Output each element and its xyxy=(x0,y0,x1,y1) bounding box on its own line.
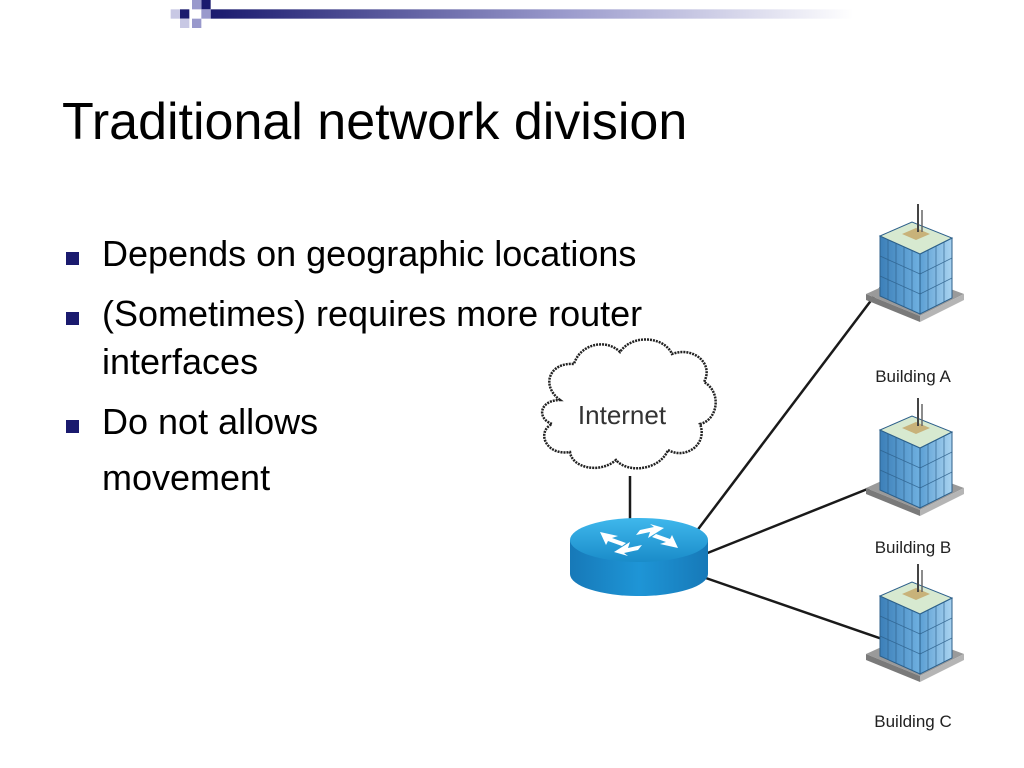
bullet-item: (Sometimes) requires more router interfa… xyxy=(62,290,802,386)
bullet-continuation: movement xyxy=(102,457,271,498)
bullet-item: Do not allows xyxy=(62,398,802,446)
bullet-square-icon xyxy=(66,420,79,433)
link-router-building-a xyxy=(695,281,886,533)
building-c-label: Building C xyxy=(874,712,952,731)
internet-cloud-icon: Internet xyxy=(540,338,717,470)
bullet-square-icon xyxy=(66,252,79,265)
slide-title: Traditional network division xyxy=(62,93,688,151)
header-decoration xyxy=(170,0,854,28)
cloud-label: Internet xyxy=(578,400,667,430)
link-router-building-c xyxy=(699,574,886,642)
router-icon xyxy=(570,518,708,596)
bullet-square-icon xyxy=(66,312,79,325)
link-router-building-b xyxy=(699,480,886,558)
bullet-text: Depends on geographic locations xyxy=(102,233,637,274)
bullet-item: Depends on geographic locations xyxy=(62,230,802,278)
bullet-text: Do not allows xyxy=(102,401,319,442)
bullet-text: (Sometimes) requires more router xyxy=(102,293,643,334)
connection-lines xyxy=(628,281,886,642)
bullet-list: Depends on geographic locations (Sometim… xyxy=(62,230,802,502)
building-b-label: Building B xyxy=(875,538,952,557)
building-b xyxy=(865,397,965,517)
building-a xyxy=(865,203,965,323)
bullet-continuation: interfaces xyxy=(102,341,259,382)
building-a-label: Building A xyxy=(875,367,951,386)
building-c xyxy=(865,563,965,683)
